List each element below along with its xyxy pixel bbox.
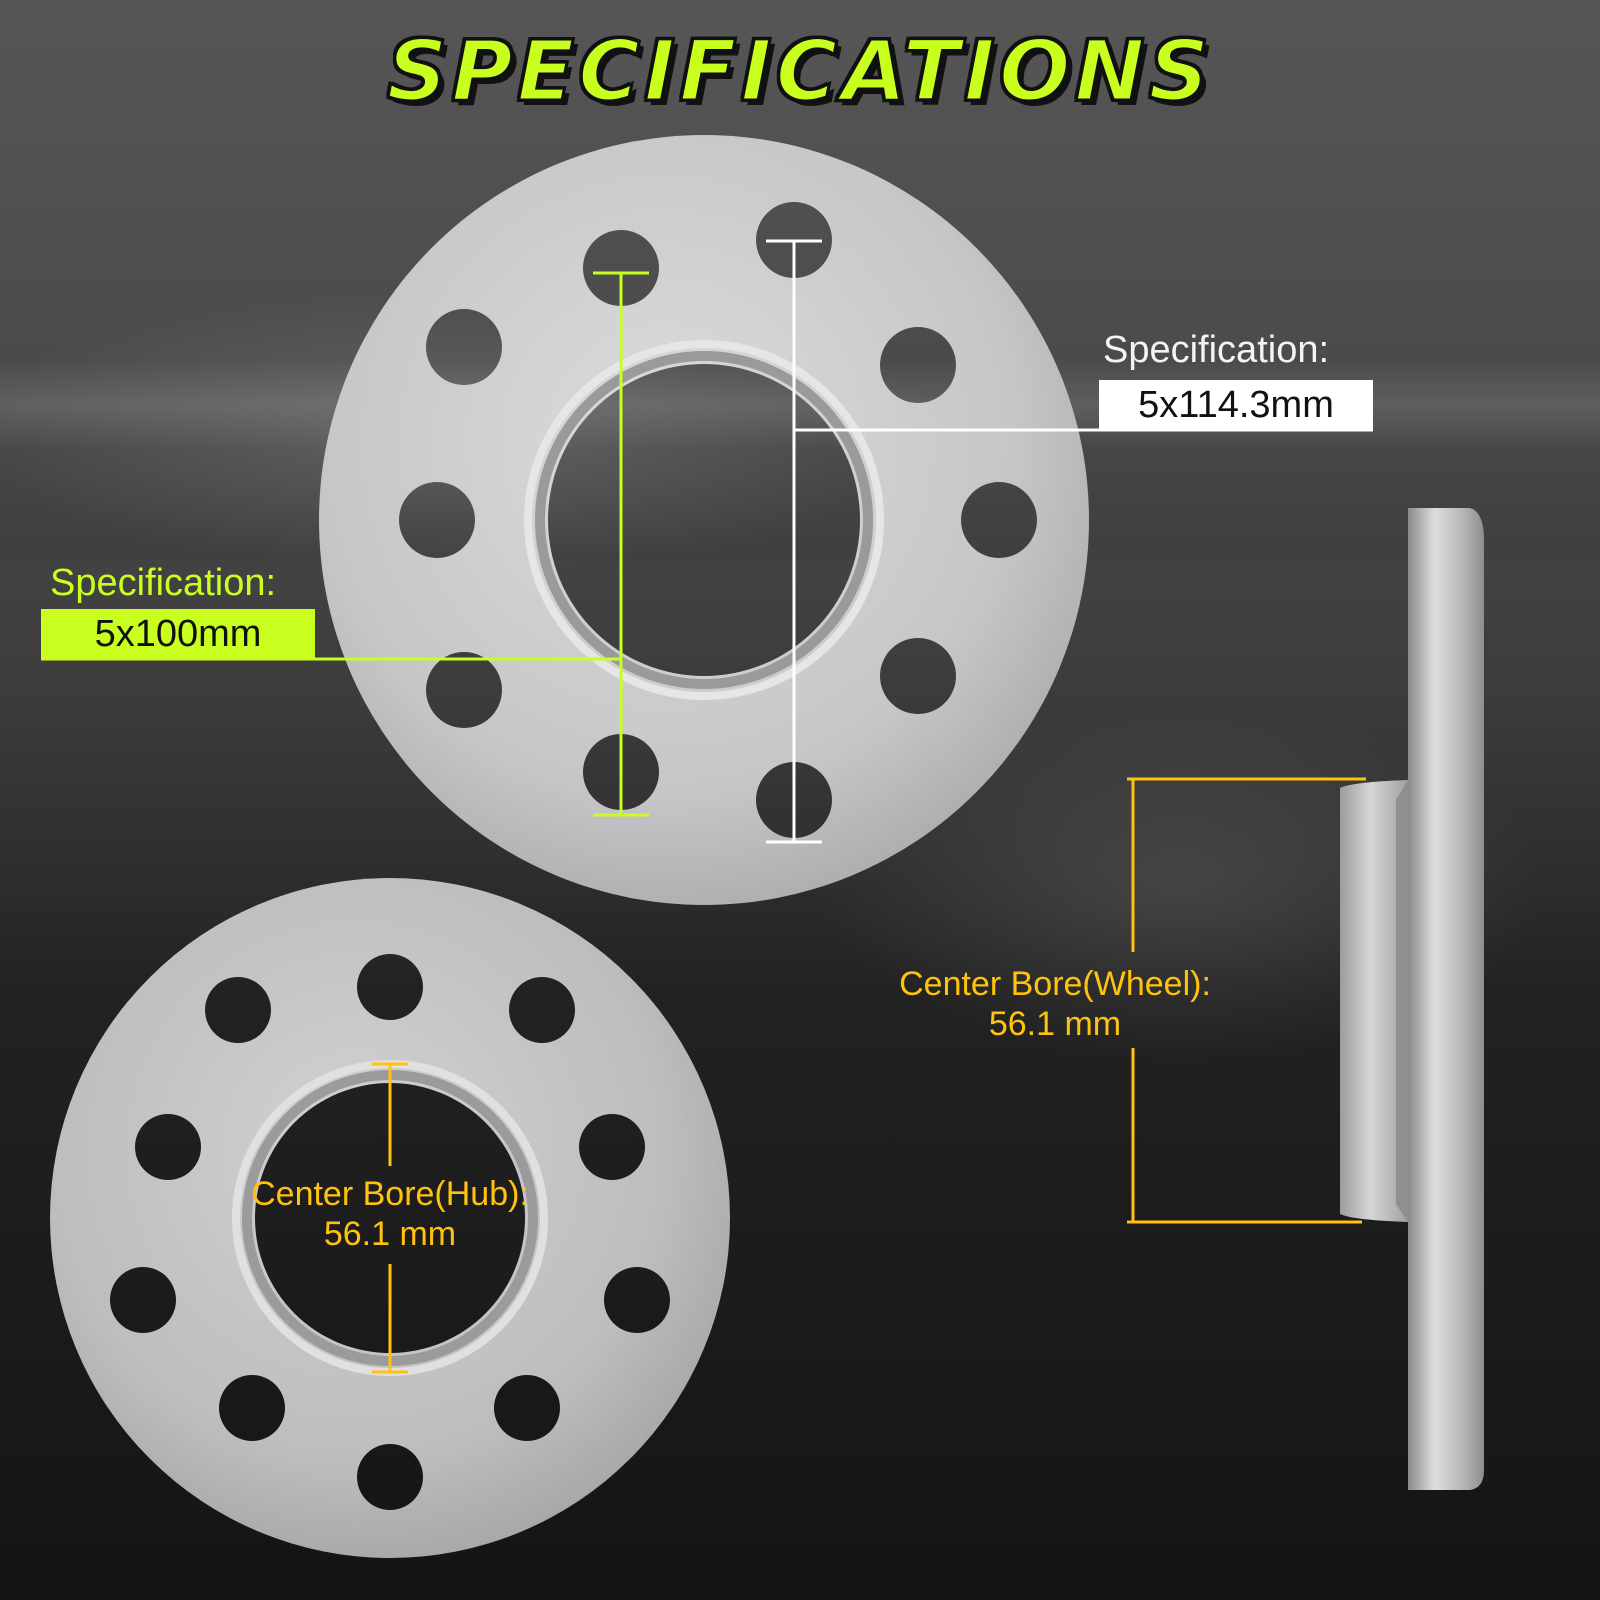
pcd-114-measure bbox=[766, 239, 1373, 844]
bore-wheel-label: Center Bore(Wheel): bbox=[899, 965, 1211, 1003]
bore-hub-label: Center Bore(Hub): bbox=[251, 1175, 529, 1213]
pcd-small-label: Specification: bbox=[50, 562, 277, 604]
wheel-spacer-front bbox=[319, 135, 1089, 905]
bore-wheel-callout: Center Bore(Wheel): 56.1 mm bbox=[860, 964, 1250, 1044]
bore-hub-callout: Center Bore(Hub): 56.1 mm bbox=[200, 1174, 580, 1254]
page-title: SPECIFICATIONS bbox=[385, 21, 1214, 122]
pcd-100-measure bbox=[41, 271, 649, 817]
bore-wheel-value: 56.1 mm bbox=[988, 1005, 1122, 1043]
pcd-large-label: Specification: bbox=[1103, 329, 1330, 371]
bore-hub-value: 56.1 mm bbox=[323, 1215, 457, 1253]
pcd-small-value: 5x100mm bbox=[41, 609, 315, 659]
pcd-large-value: 5x114.3mm bbox=[1099, 380, 1373, 430]
bore-hub-measure bbox=[372, 1062, 408, 1374]
wheel-spacer-side-profile bbox=[1340, 508, 1484, 1490]
bore-wheel-measure bbox=[1127, 777, 1366, 1224]
